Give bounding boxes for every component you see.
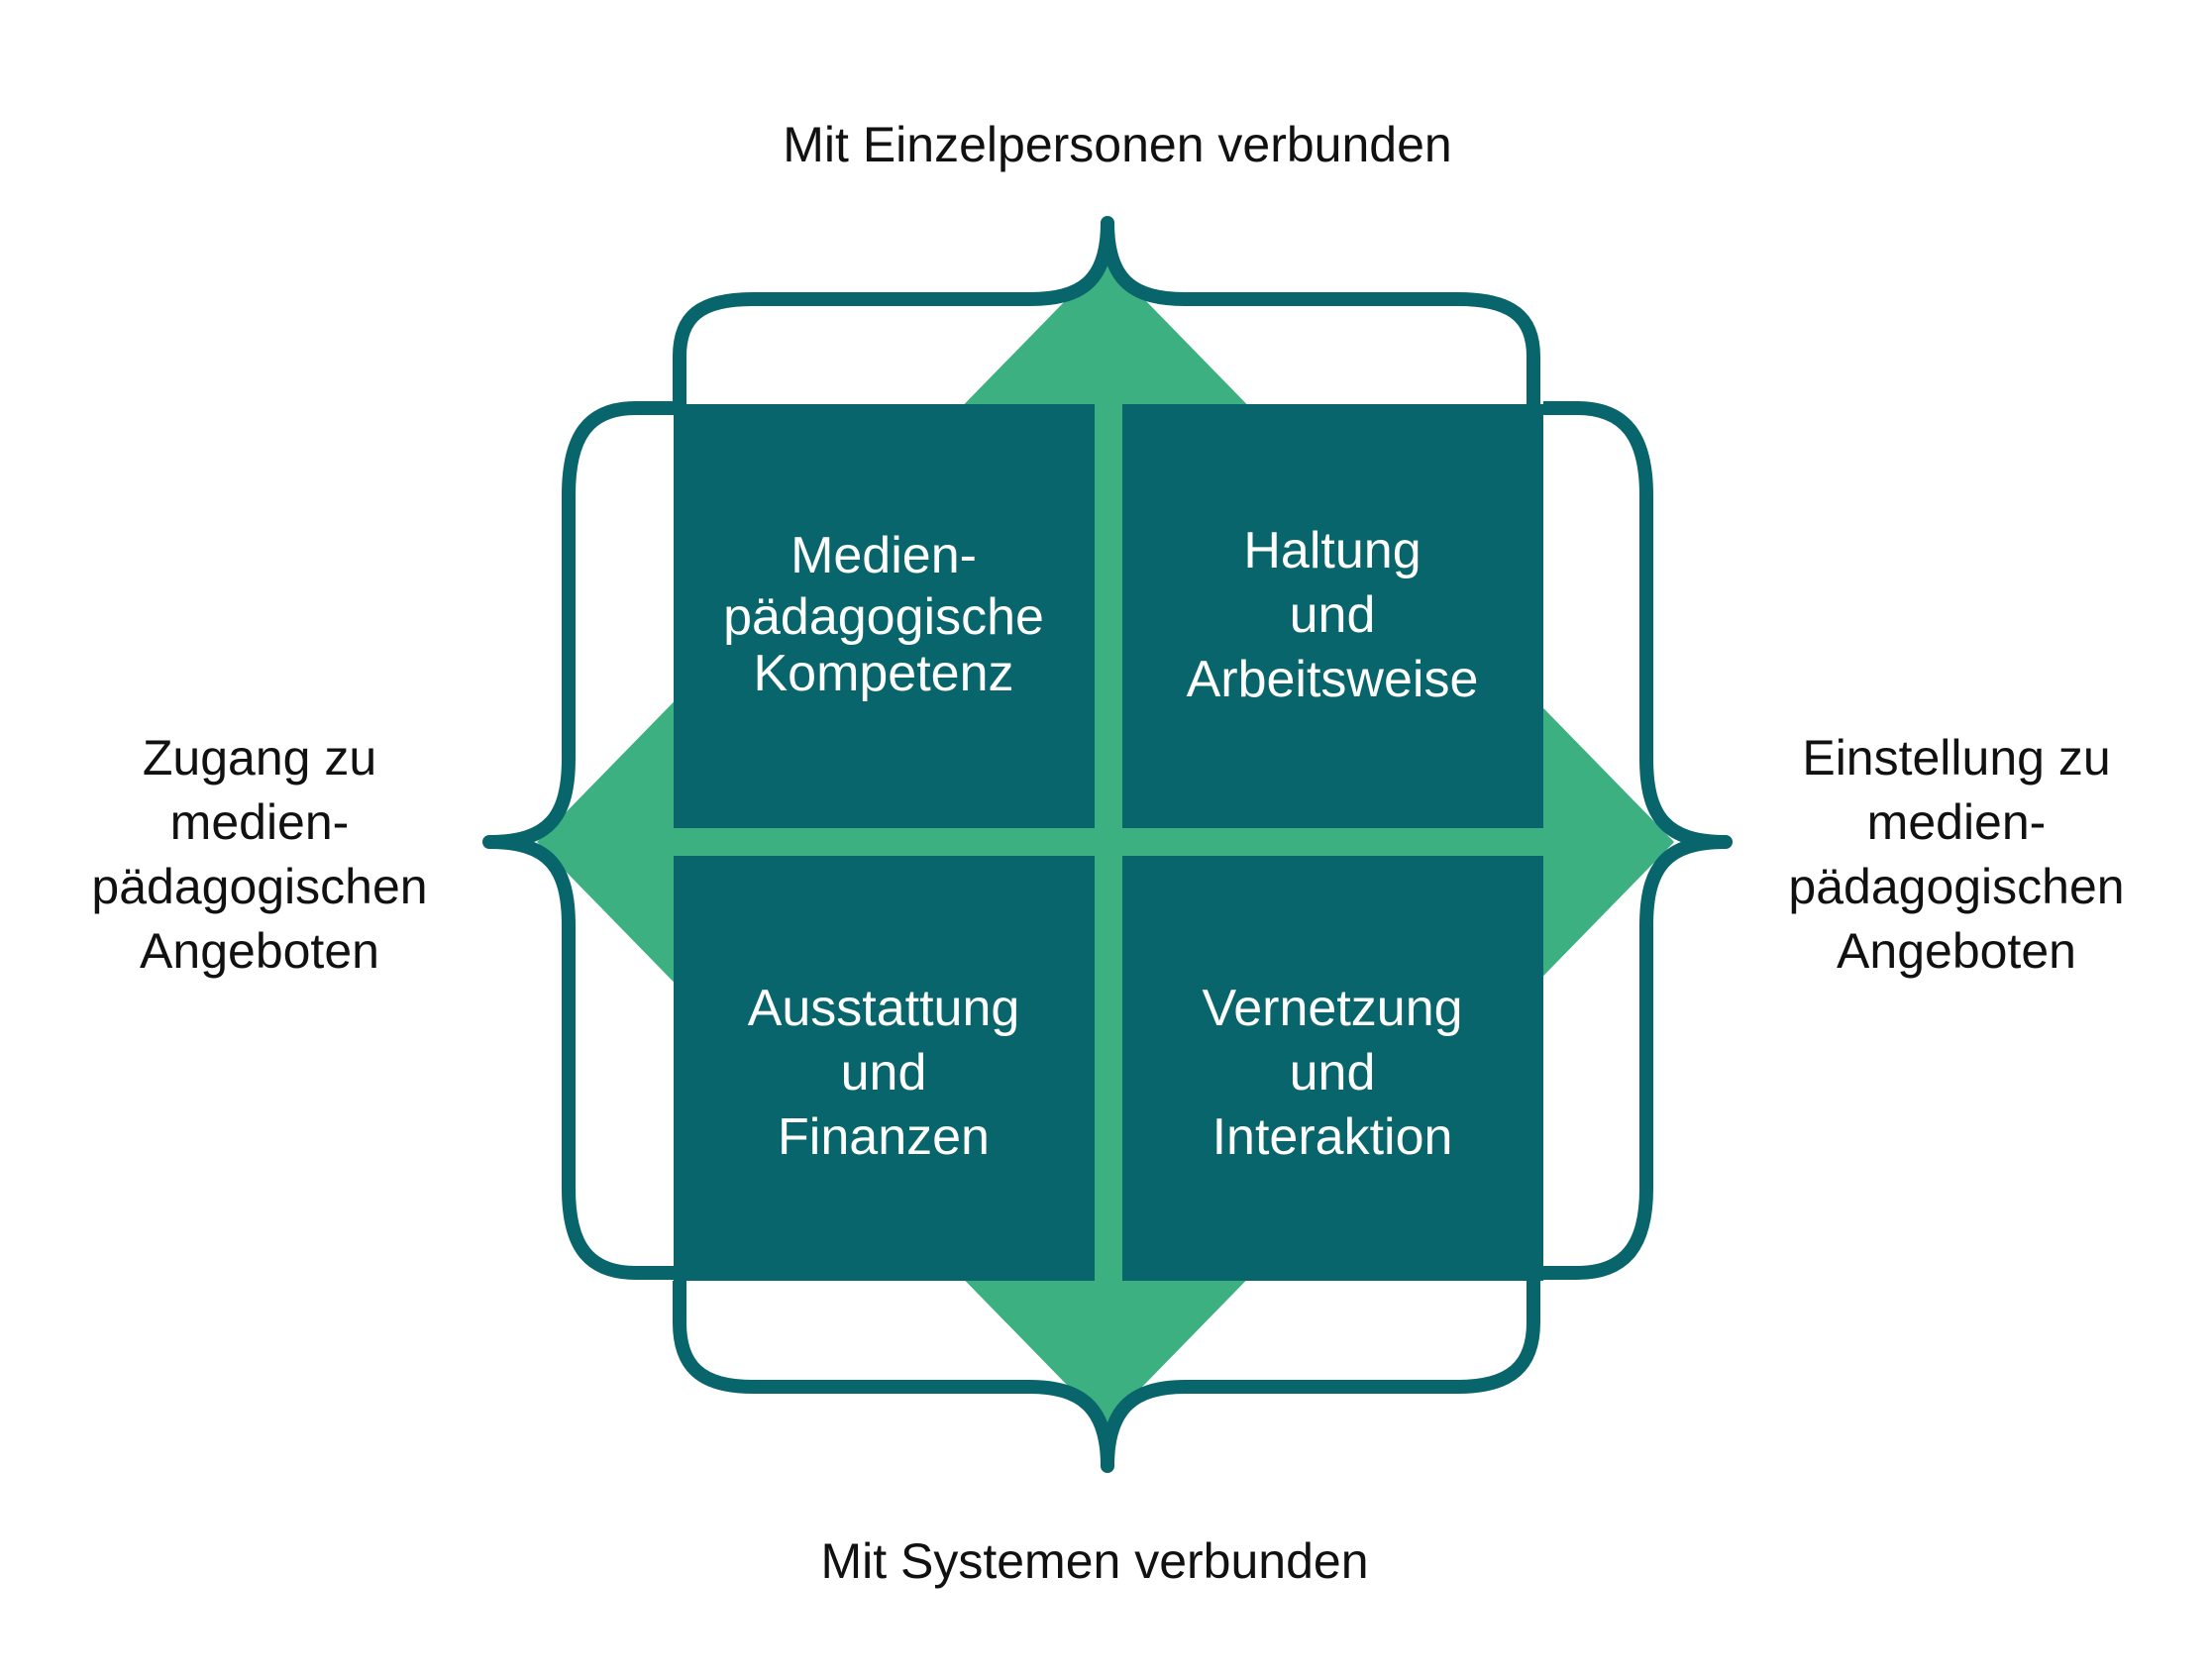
left-brace [482, 401, 674, 1280]
svg-text:und: und [1290, 586, 1376, 644]
svg-text:pädagogischen: pädagogischen [1788, 859, 2124, 914]
top-brace [673, 216, 1540, 404]
quadrant-top-right-box [1122, 404, 1543, 828]
quadrant-top-left-label: Medien- pädagogische Kompetenz [723, 527, 1044, 702]
quadrant-top-left-box [674, 404, 1095, 828]
svg-text:Zugang zu: Zugang zu [143, 730, 376, 786]
right-brace [1543, 401, 1733, 1280]
left-label: Zugang zu medien- pädagogischen Angebote… [91, 730, 427, 979]
svg-text:medien-: medien- [1867, 794, 2047, 850]
svg-text:Angeboten: Angeboten [1837, 923, 2076, 979]
svg-text:medien-: medien- [170, 794, 350, 850]
svg-text:und: und [1290, 1044, 1376, 1101]
quadrant-top-right-label: Haltung und Arbeitsweise [1187, 522, 1479, 708]
svg-text:pädagogische: pädagogische [723, 588, 1044, 646]
svg-text:Ausstattung: Ausstattung [748, 980, 1020, 1037]
svg-text:Interaktion: Interaktion [1212, 1108, 1453, 1166]
quadrant-bottom-left-label: Ausstattung und Finanzen [748, 980, 1020, 1166]
svg-text:Haltung: Haltung [1243, 522, 1421, 579]
bottom-label: Mit Systemen verbunden [820, 1533, 1368, 1589]
top-label: Mit Einzelpersonen verbunden [783, 117, 1451, 172]
svg-text:Finanzen: Finanzen [778, 1108, 990, 1166]
svg-text:Angeboten: Angeboten [140, 923, 379, 979]
right-label: Einstellung zu medien- pädagogischen Ang… [1788, 730, 2124, 979]
svg-text:Arbeitsweise: Arbeitsweise [1187, 651, 1479, 708]
quadrant-bottom-right-label: Vernetzung und Interaktion [1202, 980, 1462, 1166]
svg-text:Einstellung zu: Einstellung zu [1802, 730, 2110, 786]
svg-text:Kompetenz: Kompetenz [753, 645, 1013, 702]
quadrant-bottom-left-box [674, 856, 1095, 1281]
quadrant-bottom-right-box [1122, 856, 1543, 1281]
svg-text:pädagogischen: pädagogischen [91, 859, 427, 914]
bottom-brace [673, 1281, 1540, 1473]
svg-text:Vernetzung: Vernetzung [1202, 980, 1462, 1037]
svg-text:und: und [841, 1044, 927, 1101]
svg-text:Medien-: Medien- [790, 527, 977, 584]
